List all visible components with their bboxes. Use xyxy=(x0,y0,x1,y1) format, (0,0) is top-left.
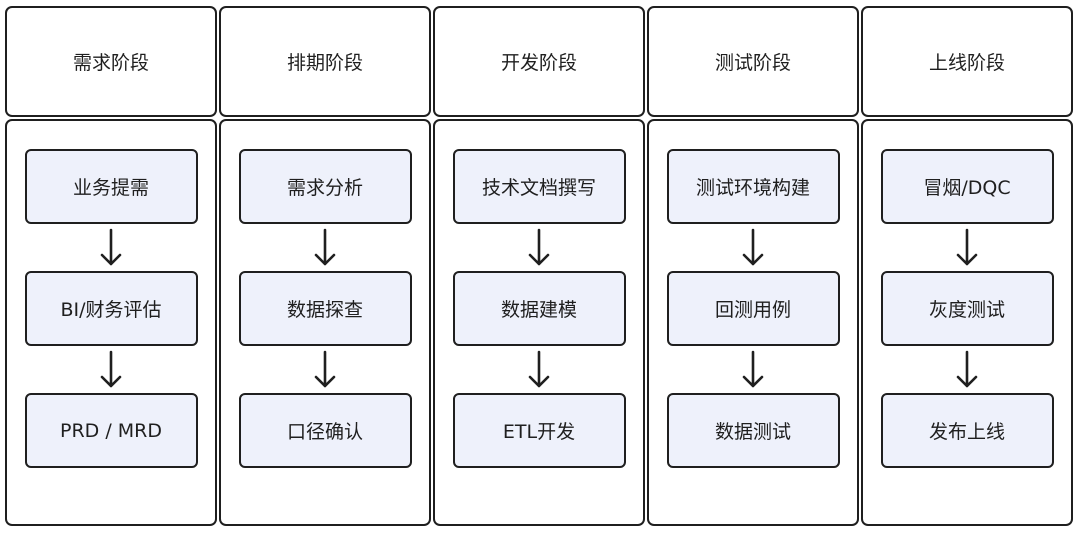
stage-header: 上线阶段 xyxy=(861,6,1073,117)
stage-body: 技术文档撰写 数据建模 ETL开发 xyxy=(433,119,645,526)
step-box: 业务提需 xyxy=(24,149,198,224)
arrow-down-icon xyxy=(99,224,123,271)
stage-header: 排期阶段 xyxy=(219,6,431,117)
arrow-down-icon xyxy=(313,346,337,393)
stage-development: 开发阶段 技术文档撰写 数据建模 ETL开发 xyxy=(433,6,645,526)
stage-header: 开发阶段 xyxy=(433,6,645,117)
stage-body: 需求分析 数据探查 口径确认 xyxy=(219,119,431,526)
step-box: 发布上线 xyxy=(880,393,1054,468)
stage-release: 上线阶段 冒烟/DQC 灰度测试 发布上线 xyxy=(861,6,1073,526)
stage-testing: 测试阶段 测试环境构建 回测用例 数据测试 xyxy=(647,6,859,526)
arrow-down-icon xyxy=(955,346,979,393)
arrow-down-icon xyxy=(313,224,337,271)
step-box: 需求分析 xyxy=(238,149,412,224)
step-box: 回测用例 xyxy=(666,271,840,346)
step-box: BI/财务评估 xyxy=(24,271,198,346)
arrow-down-icon xyxy=(741,224,765,271)
step-box: 数据测试 xyxy=(666,393,840,468)
arrow-down-icon xyxy=(527,224,551,271)
step-box: 灰度测试 xyxy=(880,271,1054,346)
step-box: 测试环境构建 xyxy=(666,149,840,224)
arrow-down-icon xyxy=(955,224,979,271)
arrow-down-icon xyxy=(527,346,551,393)
stage-body: 冒烟/DQC 灰度测试 发布上线 xyxy=(861,119,1073,526)
step-box: 数据探查 xyxy=(238,271,412,346)
step-box: 技术文档撰写 xyxy=(452,149,626,224)
stage-requirements: 需求阶段 业务提需 BI/财务评估 PRD / MRD xyxy=(5,6,217,526)
stage-header: 需求阶段 xyxy=(5,6,217,117)
stage-body: 业务提需 BI/财务评估 PRD / MRD xyxy=(5,119,217,526)
step-box: 冒烟/DQC xyxy=(880,149,1054,224)
step-box: 口径确认 xyxy=(238,393,412,468)
stage-scheduling: 排期阶段 需求分析 数据探查 口径确认 xyxy=(219,6,431,526)
step-box: 数据建模 xyxy=(452,271,626,346)
step-box: ETL开发 xyxy=(452,393,626,468)
arrow-down-icon xyxy=(99,346,123,393)
arrow-down-icon xyxy=(741,346,765,393)
stage-body: 测试环境构建 回测用例 数据测试 xyxy=(647,119,859,526)
stage-header: 测试阶段 xyxy=(647,6,859,117)
step-box: PRD / MRD xyxy=(24,393,198,468)
